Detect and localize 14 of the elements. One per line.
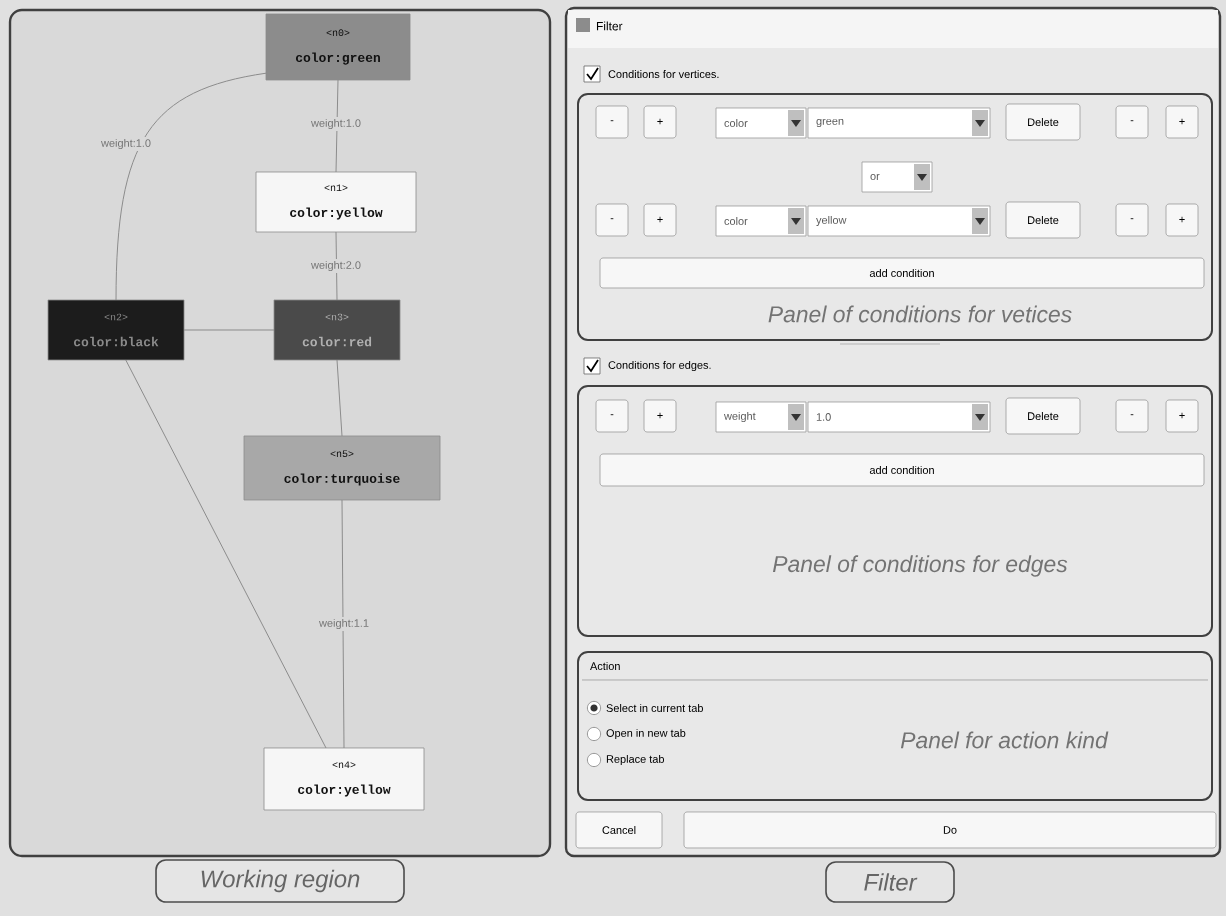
region-label: Working region	[155, 859, 405, 903]
edge-line	[125, 359, 327, 749]
edge-line	[335, 79, 339, 173]
panel-caption: Panel of conditions for vetices	[768, 305, 1072, 323]
panel	[577, 93, 1213, 341]
panel	[577, 651, 1213, 801]
edge-line	[183, 329, 275, 331]
panel-caption: Panel of conditions for edges	[772, 555, 1068, 577]
region-label: Filter	[825, 861, 955, 903]
edge-line	[341, 499, 345, 749]
panel	[577, 385, 1213, 637]
edge-line	[336, 359, 343, 437]
panel-caption: Panel for action kind	[900, 731, 1109, 749]
edge-line	[115, 72, 267, 301]
